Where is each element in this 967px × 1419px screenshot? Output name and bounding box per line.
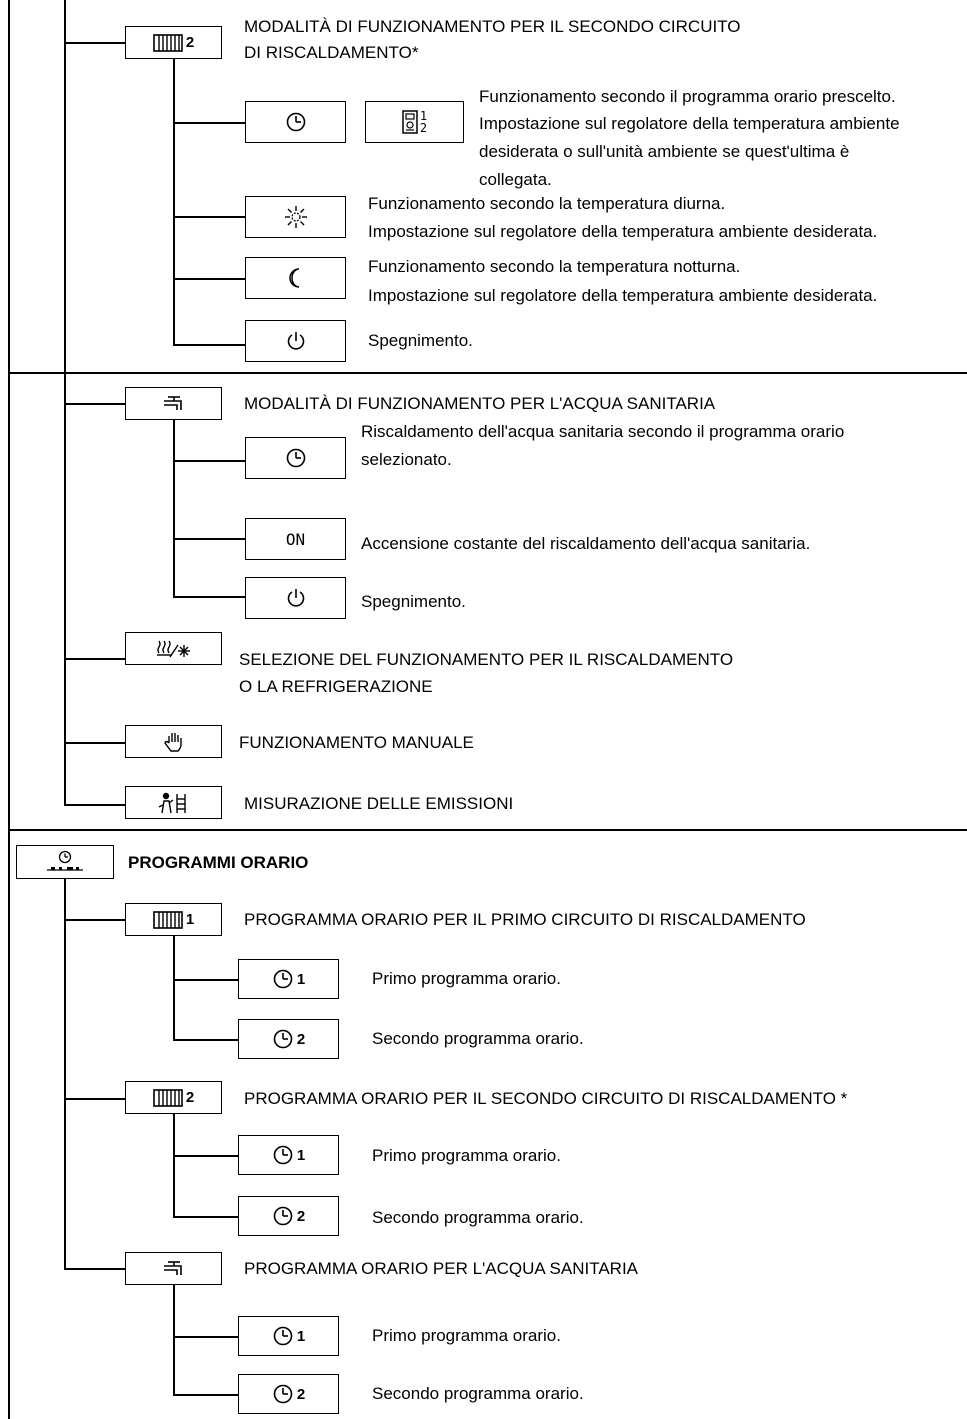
clock-icon: 1 xyxy=(238,1135,339,1175)
connector xyxy=(173,1155,238,1157)
connector xyxy=(173,1394,238,1396)
grid-line-row-2 xyxy=(8,829,967,831)
connector xyxy=(173,216,245,218)
option-description: Impostazione sul regolatore della temper… xyxy=(479,114,900,133)
tree-trunk xyxy=(173,420,175,597)
program-description: Primo programma orario. xyxy=(372,1326,561,1345)
connector xyxy=(64,403,125,405)
connector xyxy=(173,460,245,462)
power-icon xyxy=(245,320,346,362)
option-description: Accensione costante del riscaldamento de… xyxy=(361,534,811,553)
option-description: desiderata o sull'unità ambiente se ques… xyxy=(479,142,850,161)
program-description: Primo programma orario. xyxy=(372,1146,561,1165)
tree-trunk xyxy=(173,59,175,345)
connector xyxy=(173,122,245,124)
tap-icon xyxy=(125,387,222,420)
group-title: PROGRAMMA ORARIO PER IL PRIMO CIRCUITO D… xyxy=(244,910,806,929)
connector xyxy=(173,344,245,346)
option-description: Impostazione sul regolatore della temper… xyxy=(368,286,878,305)
connector xyxy=(64,1098,125,1100)
power-icon xyxy=(245,577,346,619)
section-title: MODALITÀ DI FUNZIONAMENTO PER L'ACQUA SA… xyxy=(244,394,716,413)
room-unit-number-1: 1 xyxy=(419,109,428,123)
section-title-line2: DI RISCALDAMENTO* xyxy=(244,43,419,62)
program-description: Secondo programma orario. xyxy=(372,1384,584,1403)
tree-trunk xyxy=(173,936,175,1040)
connector xyxy=(173,596,245,598)
section-title: MODALITÀ DI FUNZIONAMENTO PER IL SECONDO… xyxy=(244,17,741,36)
radiator-2-icon: 2 xyxy=(125,26,222,59)
grid-line-row-1 xyxy=(8,372,967,374)
connector xyxy=(173,979,238,981)
clock-icon xyxy=(245,437,346,479)
program-number: 2 xyxy=(296,1385,306,1403)
tree-trunk xyxy=(64,879,66,1269)
on-label: ON xyxy=(285,529,306,549)
grid-line-column xyxy=(64,0,66,805)
connector xyxy=(64,658,125,660)
section-title: PROGRAMMI ORARIO xyxy=(128,853,309,872)
option-description: collegata. xyxy=(479,170,552,189)
option-description: Funzionamento secondo il programma orari… xyxy=(479,87,896,106)
clock-icon: 1 xyxy=(238,959,339,999)
chimney-sweep-icon xyxy=(125,786,222,819)
section-title: SELEZIONE DEL FUNZIONAMENTO PER IL RISCA… xyxy=(239,650,734,669)
room-unit-number-2: 2 xyxy=(419,121,428,135)
program-number: 2 xyxy=(296,1207,306,1225)
connector xyxy=(64,42,125,44)
clock-icon: 2 xyxy=(238,1374,339,1414)
program-number: 1 xyxy=(296,970,306,988)
group-title: PROGRAMMA ORARIO PER IL SECONDO CIRCUITO… xyxy=(244,1089,848,1108)
option-description: Spegnimento. xyxy=(361,592,466,611)
option-description: Impostazione sul regolatore della temper… xyxy=(368,222,878,241)
clock-icon: 1 xyxy=(238,1316,339,1356)
section-title-line2: O LA REFRIGERAZIONE xyxy=(239,677,433,696)
heat-cool-icon xyxy=(125,632,222,665)
section-title: MISURAZIONE DELLE EMISSIONI xyxy=(244,794,514,813)
option-description: selezionato. xyxy=(361,450,452,469)
circuit-number: 2 xyxy=(185,1089,195,1106)
connector xyxy=(173,1216,238,1218)
room-unit-icon: 1 2 xyxy=(365,101,464,143)
section-title: FUNZIONAMENTO MANUALE xyxy=(239,733,474,752)
radiator-2-icon: 2 xyxy=(125,1081,222,1114)
connector xyxy=(64,919,125,921)
program-number: 2 xyxy=(296,1030,306,1048)
tree-trunk-end xyxy=(64,804,125,806)
on-text: ON xyxy=(245,518,346,560)
connector xyxy=(173,1039,238,1041)
moon-icon xyxy=(245,257,346,299)
tap-icon xyxy=(125,1252,222,1285)
connector xyxy=(64,742,125,744)
group-title: PROGRAMMA ORARIO PER L'ACQUA SANITARIA xyxy=(244,1259,639,1278)
program-description: Secondo programma orario. xyxy=(372,1208,584,1227)
option-description: Riscaldamento dell'acqua sanitaria secon… xyxy=(361,422,845,441)
program-description: Secondo programma orario. xyxy=(372,1029,584,1048)
program-number: 1 xyxy=(296,1327,306,1345)
clock-icon: 2 xyxy=(238,1196,339,1236)
sun-icon xyxy=(245,196,346,238)
tree-trunk xyxy=(173,1285,175,1395)
program-number: 1 xyxy=(296,1146,306,1164)
grid-line-left xyxy=(8,0,10,1419)
connector xyxy=(173,1336,238,1338)
circuit-number: 2 xyxy=(185,34,195,51)
option-description: Spegnimento. xyxy=(368,331,473,350)
connector xyxy=(64,1268,125,1270)
option-description: Funzionamento secondo la temperatura diu… xyxy=(368,194,726,213)
tree-trunk xyxy=(173,1114,175,1216)
clock-icon: 2 xyxy=(238,1019,339,1059)
connector xyxy=(173,538,245,540)
hand-icon xyxy=(125,725,222,758)
circuit-number: 1 xyxy=(185,911,195,928)
time-program-icon xyxy=(16,845,114,879)
program-description: Primo programma orario. xyxy=(372,969,561,988)
clock-icon xyxy=(245,101,346,143)
connector xyxy=(173,278,245,280)
radiator-1-icon: 1 xyxy=(125,903,222,936)
option-description: Funzionamento secondo la temperatura not… xyxy=(368,257,741,276)
